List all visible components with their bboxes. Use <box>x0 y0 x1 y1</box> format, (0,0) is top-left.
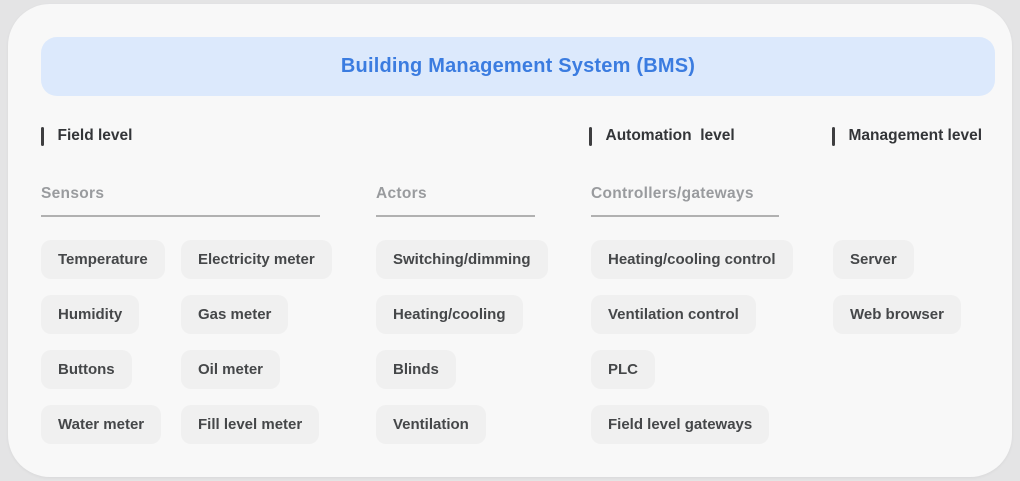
level-bar-icon <box>589 126 592 146</box>
chip-humidity: Humidity <box>41 295 140 334</box>
chip-server: Server <box>833 240 914 279</box>
group-heading-sensors: Sensors <box>41 185 320 217</box>
level-bar-icon <box>832 126 835 146</box>
actors-heading-text: Actors <box>376 185 427 202</box>
chip-ventilation-control: Ventilation control <box>591 295 756 334</box>
chip-temperature: Temperature <box>41 240 165 279</box>
chip-ventilation: Ventilation <box>376 405 486 444</box>
chip-heating-cooling-control: Heating/cooling control <box>591 240 793 279</box>
level-field-text: Field level <box>57 127 133 144</box>
chip-field-level-gateways: Field level gateways <box>591 405 770 444</box>
chip-web-browser: Web browser <box>833 295 961 334</box>
page-title: Building Management System (BMS) <box>340 55 696 77</box>
chip-heating-cooling: Heating/cooling <box>376 295 523 334</box>
chip-plc: PLC <box>591 350 655 389</box>
chip-electricity-meter: Electricity meter <box>181 240 332 279</box>
group-heading-actors: Actors <box>376 185 535 217</box>
level-label-field: Field level <box>41 126 132 146</box>
sensors-heading-text: Sensors <box>41 185 105 202</box>
chip-gas-meter: Gas meter <box>181 295 289 334</box>
diagram-card: Building Management System (BMS) Field l… <box>8 4 1012 477</box>
chip-oil-meter: Oil meter <box>181 350 281 389</box>
title-banner: Building Management System (BMS) <box>41 37 995 96</box>
level-bar-icon <box>41 126 44 146</box>
controllers-heading-text: Controllers/gateways <box>591 185 754 202</box>
level-label-automation: Automation level <box>589 126 735 146</box>
group-heading-controllers: Controllers/gateways <box>591 185 779 217</box>
chip-buttons: Buttons <box>41 350 132 389</box>
level-label-management: Management level <box>832 126 982 146</box>
chip-blinds: Blinds <box>376 350 456 389</box>
chip-fill-level-meter: Fill level meter <box>181 405 320 444</box>
chip-switching-dimming: Switching/dimming <box>376 240 548 279</box>
level-management-text: Management level <box>848 127 983 144</box>
chip-water-meter: Water meter <box>41 405 162 444</box>
level-automation-text: Automation level <box>605 127 735 144</box>
